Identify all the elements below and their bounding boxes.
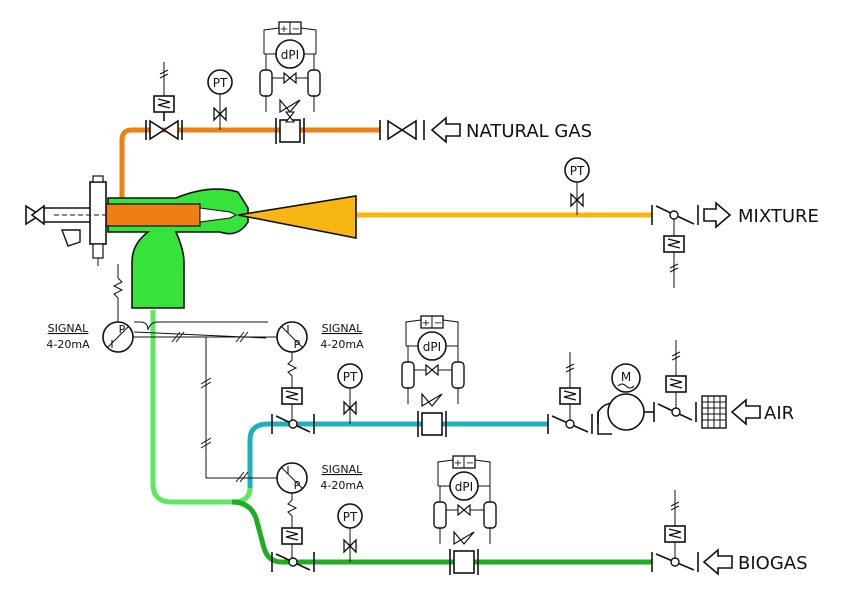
ng-inlet-arrow — [430, 116, 461, 144]
air-pipe — [247, 421, 548, 488]
motor-label: M — [621, 370, 631, 384]
air-ip-i: I — [286, 323, 289, 336]
main-signal-line2: 4-20mA — [46, 338, 90, 351]
main-ip-p: P — [119, 323, 126, 336]
biogas-control-valve[interactable] — [271, 527, 315, 572]
biogas-signal-line1: SIGNAL — [322, 463, 364, 476]
burner-assembly — [25, 175, 357, 309]
ng-control-valve[interactable] — [145, 62, 183, 140]
air-dp-minus: − — [434, 318, 442, 329]
air-blower[interactable]: M — [597, 363, 654, 435]
ng-dpi-label: dPI — [281, 48, 299, 62]
biogas-dpi-label: dPI — [455, 480, 473, 494]
air-signal-line1: SIGNAL — [322, 322, 364, 335]
mixture-pt-label: PT — [570, 164, 585, 178]
biogas-pipe — [231, 499, 652, 565]
venturi-cone — [237, 195, 357, 239]
mixture-pressure-transmitter[interactable]: PT — [564, 157, 590, 215]
mixture-check-valve[interactable] — [651, 205, 699, 288]
air-pressure-transmitter[interactable]: PT — [337, 363, 363, 424]
ng-pt-label: PT — [213, 76, 228, 90]
air-check-valve[interactable] — [547, 352, 593, 434]
biogas-ip-p: P — [294, 479, 301, 492]
biogas-ip-converter[interactable]: I P — [276, 462, 308, 528]
air-dp-assembly[interactable]: dPI + − — [401, 315, 465, 437]
natural-gas-label: NATURAL GAS — [466, 121, 592, 142]
mixture-outlet-arrow — [703, 201, 732, 229]
air-label: AIR — [764, 403, 794, 424]
air-ip-p: P — [294, 338, 301, 351]
ng-dp-plus: + — [280, 24, 288, 35]
air-ip-converter[interactable]: I P — [276, 321, 308, 388]
air-filter — [701, 395, 727, 429]
ng-shutoff-valve[interactable] — [379, 120, 425, 140]
main-signal-line1: SIGNAL — [48, 322, 90, 335]
main-ip-converter[interactable]: P I — [102, 321, 134, 353]
air-pt-label: PT — [343, 370, 358, 384]
biogas-check-valve[interactable] — [651, 490, 699, 572]
biogas-pressure-transmitter[interactable]: PT — [337, 503, 363, 562]
ng-dp-assembly[interactable]: dPI + − — [259, 21, 321, 144]
natural-gas-pipe — [119, 127, 380, 198]
mixture-label: MIXTURE — [738, 206, 819, 227]
biogas-dp-plus: + — [454, 458, 462, 469]
main-ip-i: I — [110, 338, 113, 351]
mixed-gas-pipe — [150, 310, 253, 505]
air-dp-plus: + — [422, 318, 430, 329]
ng-pressure-transmitter[interactable]: PT — [207, 69, 233, 130]
air-signal-line2: 4-20mA — [320, 338, 364, 351]
biogas-label: BIOGAS — [738, 553, 808, 574]
air-dpi-label: dPI — [423, 340, 441, 354]
air-inlet-valve[interactable] — [653, 340, 697, 422]
biogas-signal-line2: 4-20mA — [320, 479, 364, 492]
signal-network — [112, 264, 278, 483]
air-inlet-arrow — [730, 398, 761, 426]
biogas-ip-i: I — [286, 464, 289, 477]
biogas-inlet-arrow — [702, 548, 733, 576]
biogas-pt-label: PT — [343, 510, 358, 524]
air-control-valve[interactable] — [271, 387, 315, 434]
biogas-dp-assembly[interactable]: dPI + − — [433, 455, 497, 575]
ng-dp-minus: − — [292, 24, 300, 35]
biogas-dp-minus: − — [466, 458, 474, 469]
